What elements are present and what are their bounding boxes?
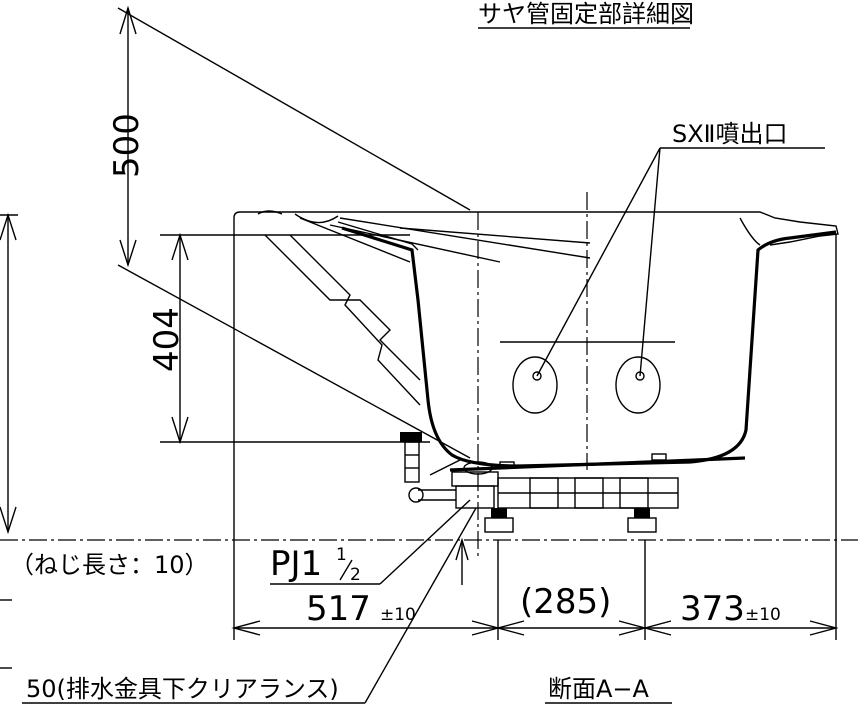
leader-line-lower — [117, 264, 471, 459]
leg-foot-right — [627, 517, 657, 533]
tub-inner-lip-left — [337, 221, 419, 251]
dim-404-label: 404 — [147, 307, 187, 372]
jet-nozzle-left — [512, 356, 558, 414]
clearance-note: 50(排水金具下クリアランス) — [26, 675, 339, 703]
dim-517-label: 517 — [306, 589, 371, 629]
tub-floor — [449, 456, 746, 472]
rim-dip — [294, 213, 339, 224]
tub-rim-corner — [233, 211, 241, 219]
nozzle-leader-right — [639, 147, 661, 377]
dim-373-tolerance: ±10 — [745, 605, 781, 625]
seat-line-3 — [299, 217, 411, 263]
pipe-thread-sub: 2 — [350, 565, 361, 585]
tub-inner-wall — [341, 226, 837, 468]
frame-block-2 — [574, 477, 604, 509]
frame-block-1 — [529, 477, 559, 509]
pipe-thread-fraction-bar — [339, 559, 353, 581]
rim-knob — [257, 210, 283, 215]
tub-rim-top — [240, 211, 839, 246]
dim-517-arrow-left — [231, 620, 261, 636]
dim-373-arrow-right — [809, 620, 839, 636]
leg-adjuster-right — [634, 508, 650, 518]
seat-outline-2 — [289, 234, 421, 406]
valve-cap — [400, 432, 422, 442]
jet-nozzle-left-center — [532, 371, 542, 381]
drain-trap-body — [455, 485, 495, 509]
dim-500-arrow-bottom — [119, 239, 137, 268]
floor-fitting-1 — [499, 461, 515, 469]
dim-500-label: 500 — [107, 113, 147, 178]
dim-373-label: 373 — [680, 589, 745, 629]
clearance-leader — [364, 507, 477, 704]
dim-517-tolerance: ±10 — [380, 605, 416, 625]
detail-drawing-title: サヤ管固定部詳細図 — [478, 0, 694, 28]
dim-285-arrow-left — [495, 620, 525, 636]
valve-connector — [429, 459, 461, 476]
dim-left-label: 365 — [0, 355, 1, 420]
nozzle-leader-left — [536, 147, 661, 377]
pipe-thread-sup: 1 — [336, 545, 347, 565]
rim-inner-slope-1 — [339, 217, 591, 259]
dim-285-label: (285) — [520, 582, 611, 622]
jet-nozzle-right — [615, 356, 661, 414]
valve-body — [404, 441, 420, 483]
pipe-thread-leader — [379, 499, 471, 585]
leader-line-upper — [117, 7, 471, 211]
rim-inner-slope-3 — [399, 227, 591, 244]
dim-373-arrow-left — [642, 620, 672, 636]
section-title: 断面A−A — [548, 675, 650, 703]
seat-outline-1 — [264, 234, 421, 381]
drain-pipe-joint — [408, 487, 424, 503]
thread-length-note: （ねじ長さ：10） — [10, 551, 209, 579]
leg-foot-left — [484, 517, 514, 533]
drain-fitting — [463, 461, 493, 475]
dim-left-arrow-bottom — [0, 506, 17, 535]
nozzle-label: SXⅡ噴出口 — [672, 120, 788, 148]
pipe-thread-label: PJ1 — [270, 544, 322, 584]
drain-pipe — [418, 489, 456, 501]
tub-inner-lip-right — [739, 217, 761, 246]
pipe-arrow-head — [455, 537, 469, 561]
dim-500-arrow-top — [119, 5, 137, 35]
rim-inner-slope-2 — [329, 224, 501, 263]
floor-fitting-2 — [651, 453, 667, 461]
leg-adjuster-left — [491, 508, 507, 518]
